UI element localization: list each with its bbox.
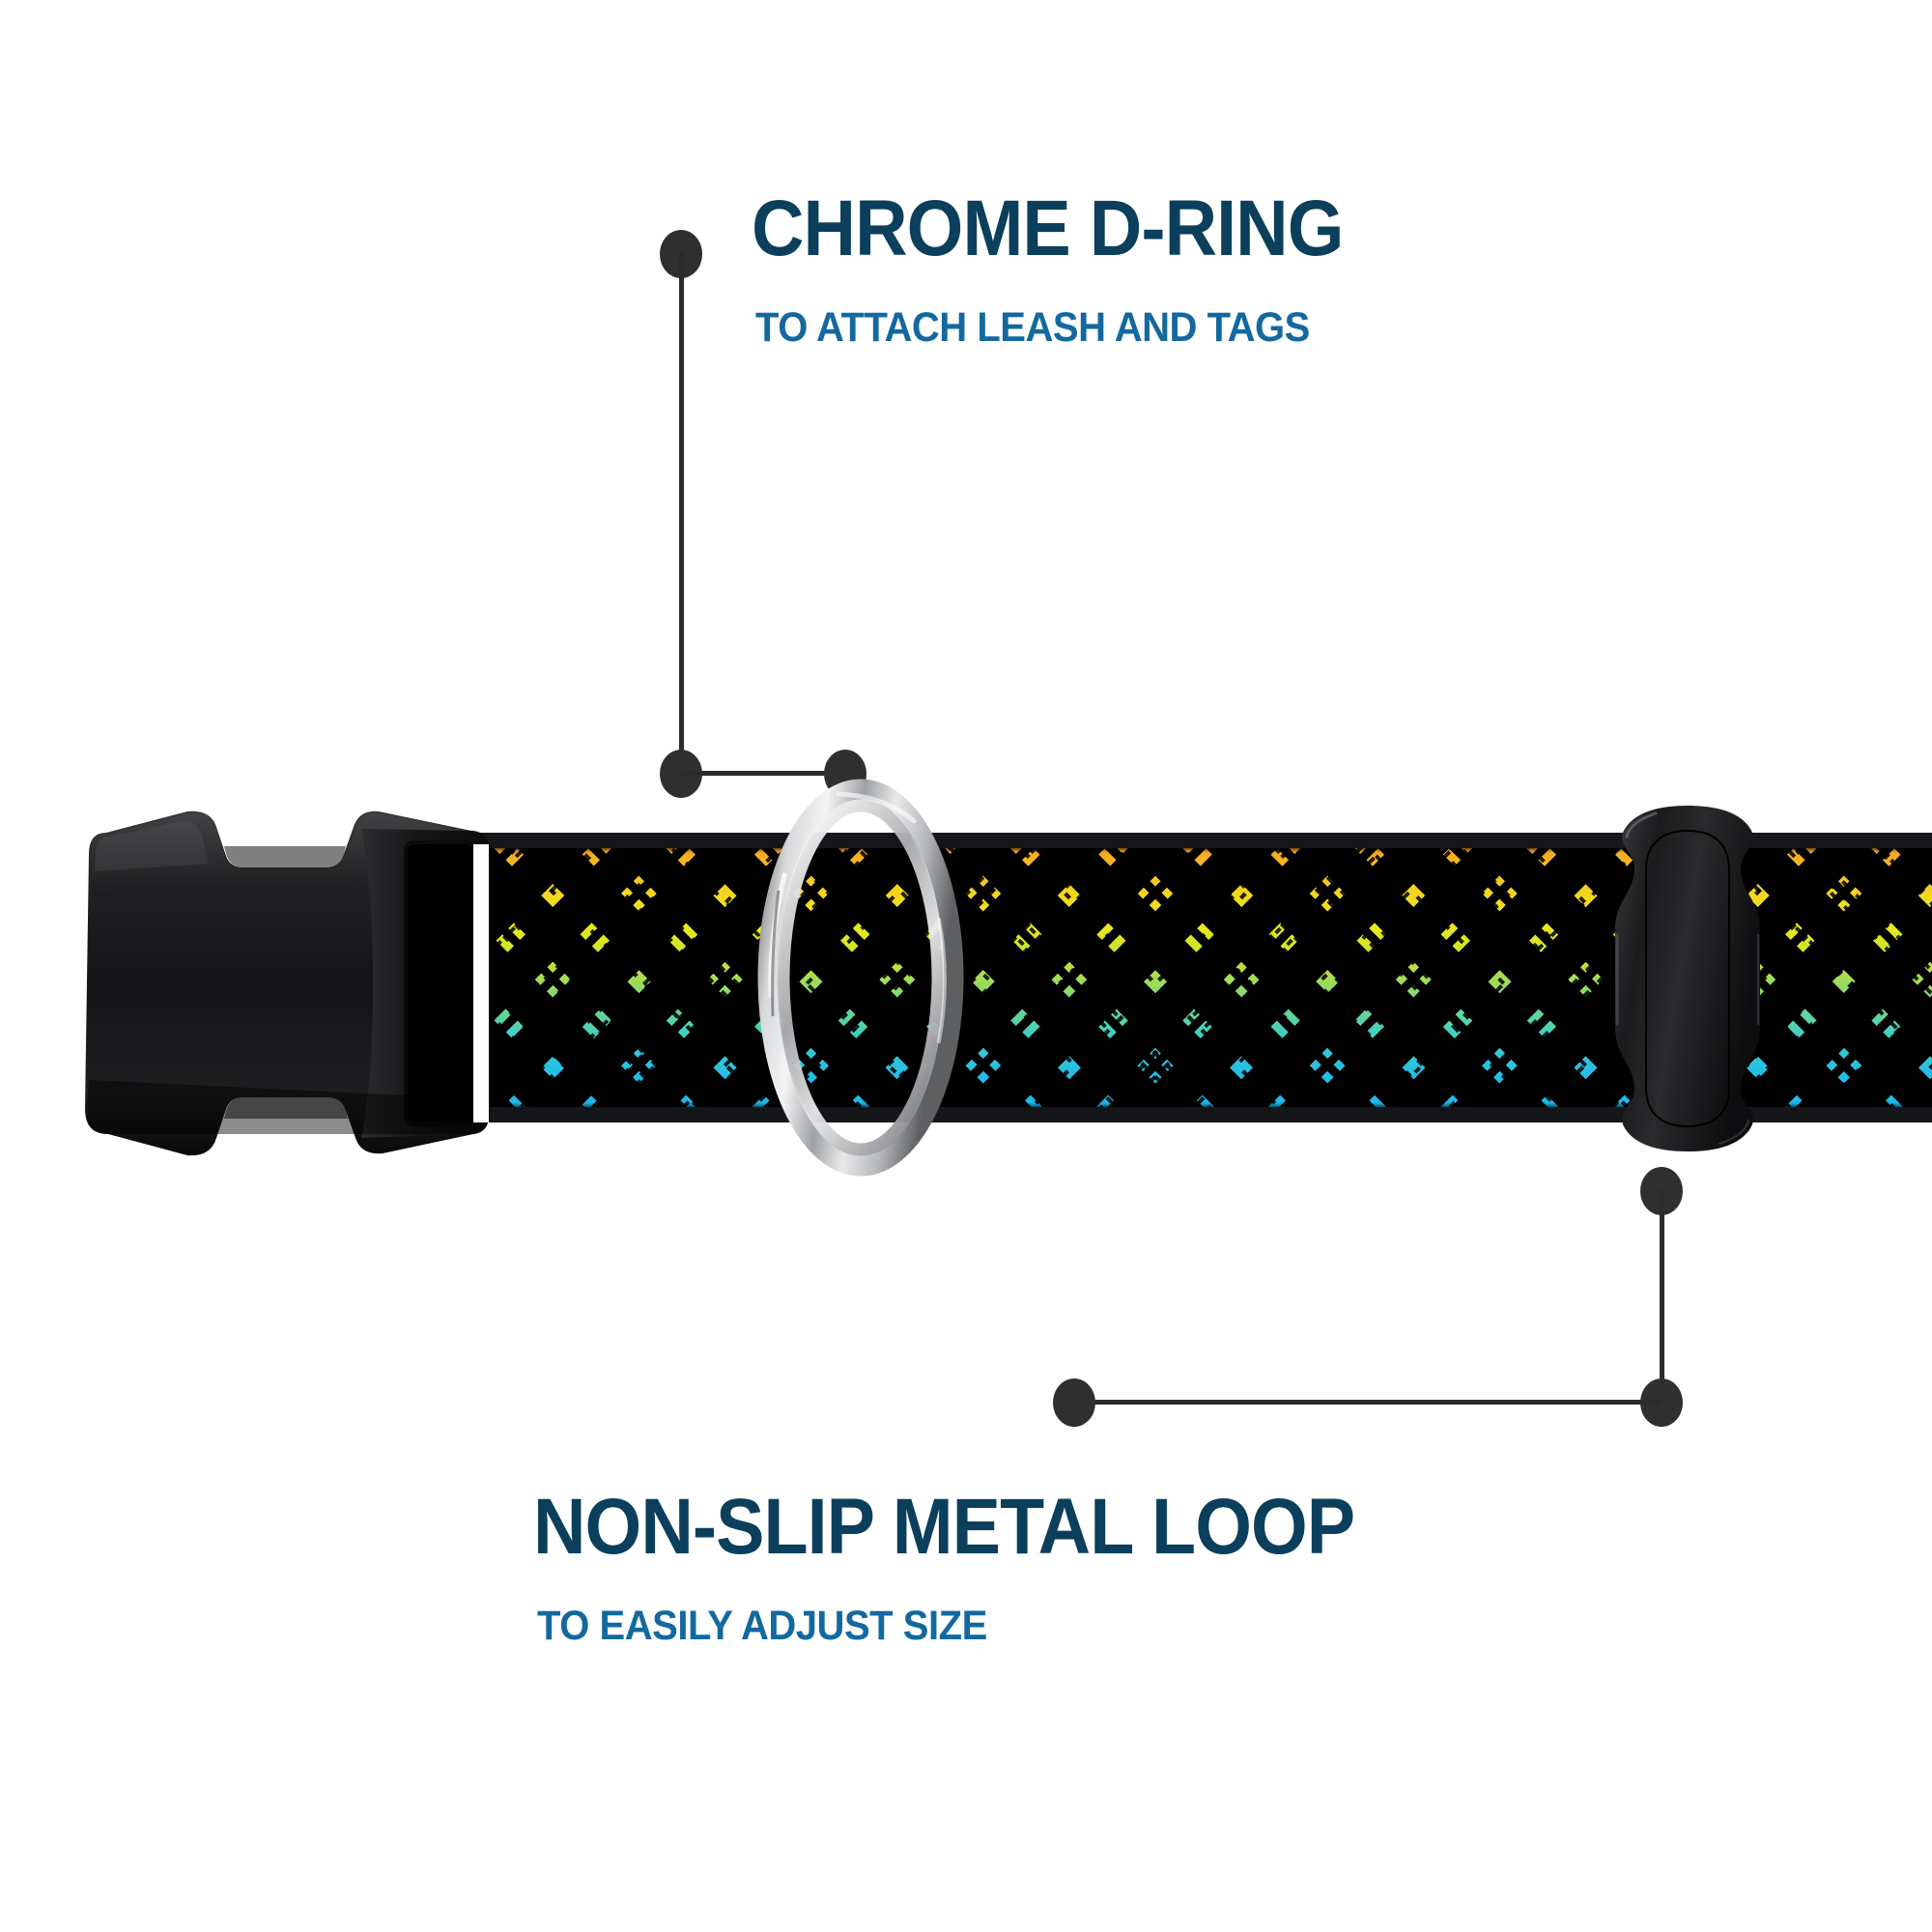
strap-edge-top (379, 833, 1932, 848)
d-ring (750, 775, 972, 1180)
leader-end-dot-slide-loop (1053, 1378, 1095, 1427)
leader-vertical-line-slide-loop (1660, 1190, 1664, 1403)
buckle-webbing-gap (473, 844, 489, 1122)
d-ring-icon (757, 779, 964, 1177)
slide-adjuster-loop (1596, 800, 1779, 1157)
side-release-buckle (83, 790, 498, 1177)
leader-vertical-line-d-ring (679, 253, 684, 775)
leader-horizontal-line-slide-loop (1074, 1400, 1662, 1405)
callout-subheading-chrome-d-ring: TO ATTACH LEASH AND TAGS (755, 304, 1310, 351)
callout-heading-chrome-d-ring: CHROME D-RING (752, 185, 1344, 272)
side-release-buckle-icon (85, 810, 489, 1156)
leader-horizontal-line-d-ring (681, 771, 847, 776)
callout-heading-non-slip-metal-loop: NON-SLIP METAL LOOP (533, 1483, 1355, 1571)
callout-subheading-non-slip-metal-loop: TO EASILY ADJUST SIZE (537, 1603, 987, 1649)
strap-edge-bottom (379, 1107, 1932, 1122)
slide-loop-icon (1615, 806, 1760, 1151)
